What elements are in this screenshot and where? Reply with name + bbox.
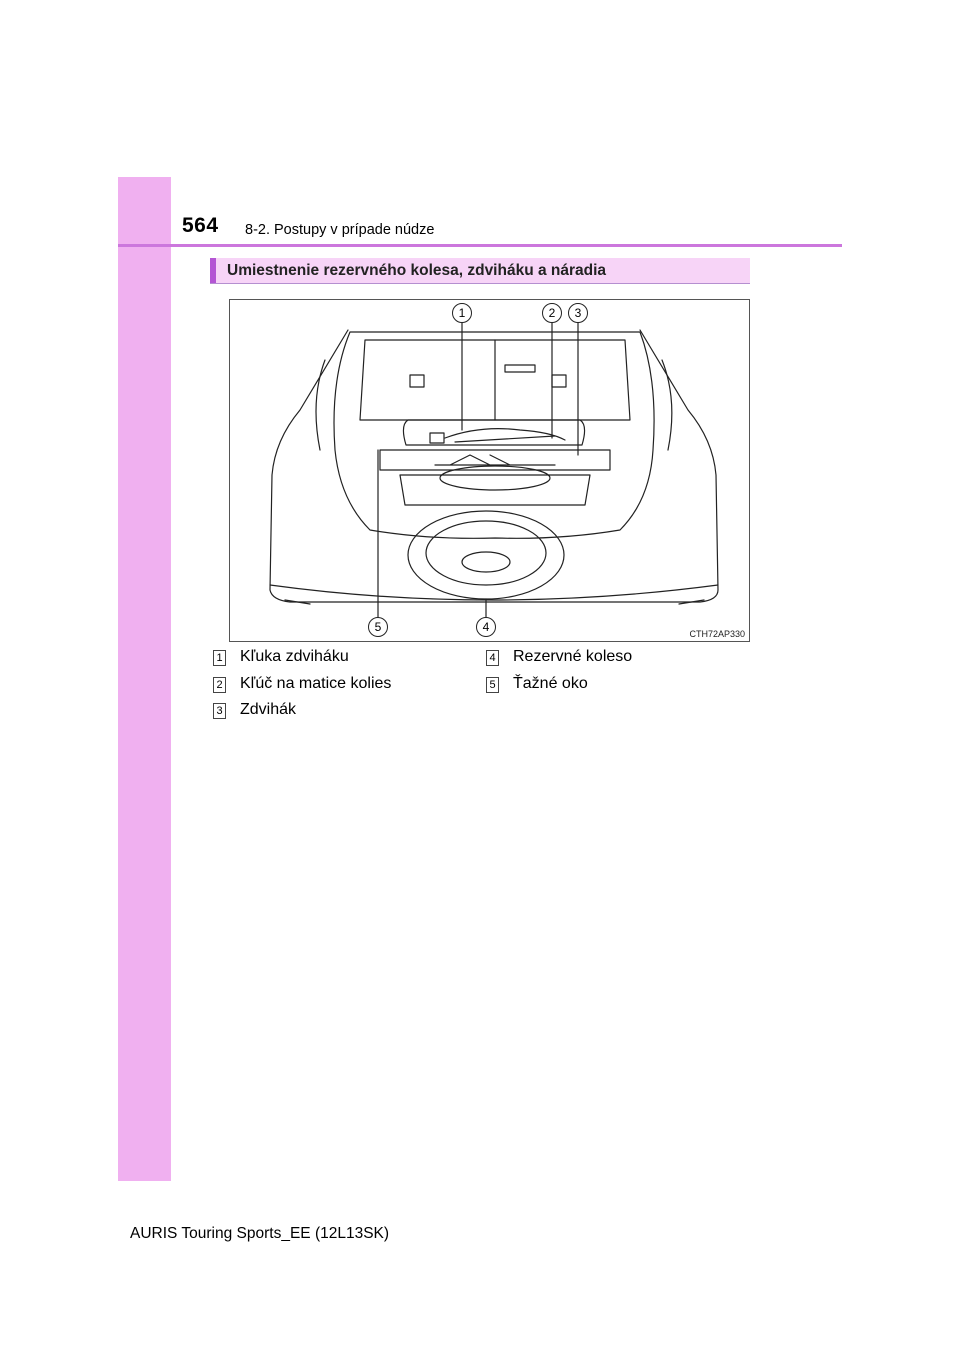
rear-seat-back [359, 339, 631, 421]
jack-handle-line [444, 428, 566, 441]
legend-label-3: Zdvihák [240, 701, 297, 718]
tool-tray [402, 419, 586, 446]
callout-4: 4 [476, 617, 496, 637]
trunk-illustration: 1 2 3 4 5 CTH72AP330 [229, 299, 750, 642]
section-heading-accent [210, 258, 216, 283]
wheel-wrench-line [454, 435, 556, 443]
chapter-title: 8-2. Postupy v prípade núdze [245, 222, 435, 238]
legend-label-5: Ťažné oko [513, 675, 588, 692]
figure-code: CTH72AP330 [689, 629, 745, 639]
section-heading-text: Umiestnenie rezervného kolesa, zdviháku … [227, 262, 607, 279]
footer-text: AURIS Touring Sports_EE (12L13SK) [130, 1225, 390, 1242]
seat-latch-right [551, 374, 567, 388]
seat-latch-left [409, 374, 425, 388]
legend-num-4: 4 [486, 650, 499, 666]
bumper-line [269, 584, 719, 601]
callout-1: 1 [452, 303, 472, 323]
callout-3: 3 [568, 303, 588, 323]
callout-5: 5 [368, 617, 388, 637]
legend-num-2: 2 [213, 677, 226, 693]
seat-handle [504, 364, 536, 373]
legend-num-1: 1 [213, 650, 226, 666]
legend-num-5: 5 [486, 677, 499, 693]
legend-label-4: Rezervné koleso [513, 648, 633, 665]
callout-2: 2 [542, 303, 562, 323]
legend-label-1: Kľuka zdviháku [240, 648, 349, 665]
spare-wheel-inner [425, 520, 547, 586]
spare-wheel-hub [461, 551, 511, 573]
side-tab-bar [118, 177, 171, 1181]
legend-num-3: 3 [213, 703, 226, 719]
tray-tab [429, 432, 445, 444]
jack [434, 454, 556, 466]
floor-board-upper [379, 449, 611, 471]
storage-box [399, 474, 591, 506]
left-pillar [315, 359, 326, 451]
legend-label-2: Kľúč na matice kolies [240, 675, 392, 692]
trunk-opening [333, 331, 655, 539]
bumper-detail [284, 599, 705, 605]
spare-wheel-outer [407, 510, 565, 600]
right-pillar [661, 359, 673, 451]
page-number: 564 [182, 214, 219, 237]
section-heading: Umiestnenie rezervného kolesa, zdviháku … [210, 258, 750, 284]
car-body-outline [269, 329, 719, 603]
header-rule [118, 244, 842, 247]
jack-base [439, 465, 551, 491]
trunk-drawing [269, 318, 719, 619]
